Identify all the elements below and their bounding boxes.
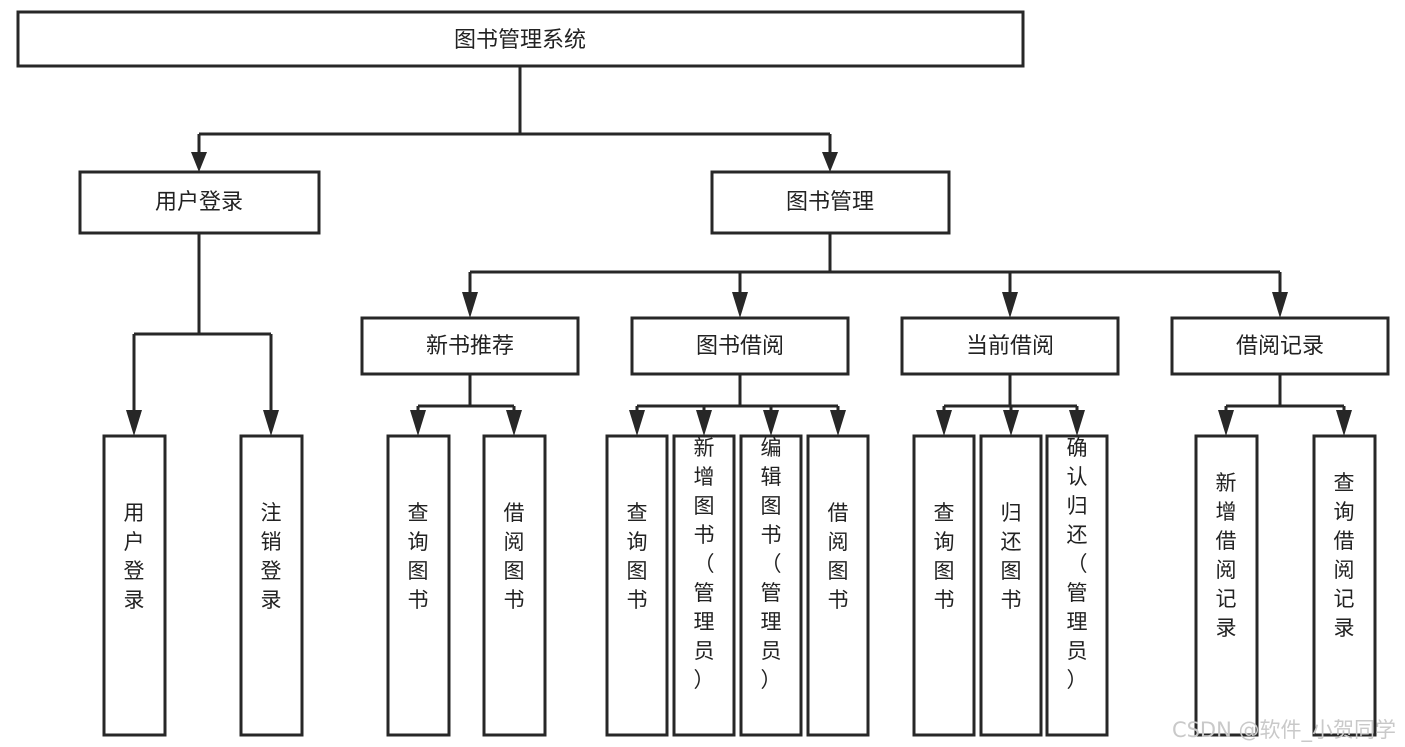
- node-leaf-query-record-label: 查询借阅记录: [1334, 471, 1355, 640]
- arrow-to-leaf-edit-book: [763, 410, 779, 436]
- node-leaf-query-book-3[interactable]: 查询图书: [912, 434, 976, 737]
- node-leaf-borrow-book-2-label: 借阅图书: [828, 501, 849, 612]
- node-leaf-add-record-label: 新增借阅记录: [1216, 471, 1237, 640]
- node-new-book-recommend[interactable]: 新书推荐: [360, 316, 580, 376]
- node-leaf-return-book-box[interactable]: [979, 434, 1043, 737]
- node-user-login-label: 用户登录: [155, 190, 243, 215]
- node-leaf-add-record-box[interactable]: [1194, 434, 1259, 737]
- node-leaf-borrow-book-2[interactable]: 借阅图书: [806, 434, 870, 737]
- node-leaf-query-book-3-box[interactable]: [912, 434, 976, 737]
- node-leaf-query-record[interactable]: 查询借阅记录: [1312, 434, 1377, 737]
- node-user-login-box[interactable]: [78, 170, 321, 235]
- node-leaf-query-book-1-box[interactable]: [386, 434, 451, 737]
- arrow-to-leaf-add-record: [1218, 410, 1234, 436]
- edges-layer: [126, 66, 1352, 436]
- arrow-to-leaf-add-book: [696, 410, 712, 436]
- node-borrow-record-box[interactable]: [1170, 316, 1390, 376]
- arrow-to-leaf-user-login: [126, 410, 142, 436]
- arrow-to-book-borrow: [732, 292, 748, 318]
- node-leaf-query-book-2-box[interactable]: [605, 434, 669, 737]
- node-leaf-confirm-return[interactable]: 确认归还（管理员）: [1045, 434, 1109, 737]
- node-leaf-add-book-label: 新增图书（管理员）: [694, 436, 715, 692]
- node-leaf-logout-login-box[interactable]: [239, 434, 304, 737]
- arrow-to-new-book-recommend: [462, 292, 478, 318]
- node-new-book-recommend-box[interactable]: [360, 316, 580, 376]
- node-leaf-edit-book-box[interactable]: [739, 434, 803, 737]
- arrow-to-borrow-record: [1272, 292, 1288, 318]
- node-leaf-borrow-book-2-box[interactable]: [806, 434, 870, 737]
- node-user-login[interactable]: 用户登录: [78, 170, 321, 235]
- node-book-borrow-label: 图书借阅: [696, 334, 784, 359]
- arrow-to-leaf-confirm-return: [1069, 410, 1085, 436]
- node-leaf-borrow-book-1-label: 借阅图书: [504, 501, 525, 612]
- arrow-to-leaf-query-book-2: [629, 410, 645, 436]
- node-leaf-confirm-return-box[interactable]: [1045, 434, 1109, 737]
- arrow-to-current-borrow: [1002, 292, 1018, 318]
- node-current-borrow[interactable]: 当前借阅: [900, 316, 1120, 376]
- node-leaf-query-record-box[interactable]: [1312, 434, 1377, 737]
- arrow-to-leaf-query-book-1: [410, 410, 426, 436]
- node-borrow-record-label: 借阅记录: [1236, 334, 1324, 359]
- node-book-borrow-box[interactable]: [630, 316, 850, 376]
- node-book-manage-box[interactable]: [710, 170, 951, 235]
- node-leaf-confirm-return-label: 确认归还（管理员）: [1067, 436, 1088, 692]
- node-borrow-record[interactable]: 借阅记录: [1170, 316, 1390, 376]
- arrow-to-leaf-logout-login: [263, 410, 279, 436]
- node-leaf-borrow-book-1[interactable]: 借阅图书: [482, 434, 547, 737]
- node-leaf-logout-login[interactable]: 注销登录: [239, 434, 304, 737]
- node-leaf-query-book-1-label: 查询图书: [408, 501, 429, 612]
- node-leaf-return-book-label: 归还图书: [1001, 501, 1022, 612]
- node-leaf-edit-book[interactable]: 编辑图书（管理员）: [739, 434, 803, 737]
- watermark-label: CSDN @软件_小贺同学: [1172, 718, 1396, 743]
- arrow-to-leaf-query-book-3: [936, 410, 952, 436]
- node-leaf-return-book[interactable]: 归还图书: [979, 434, 1043, 737]
- arrow-to-leaf-return-book: [1003, 410, 1019, 436]
- node-leaf-query-book-3-label: 查询图书: [934, 501, 955, 612]
- node-leaf-user-login[interactable]: 用户登录: [102, 434, 167, 737]
- node-root-label: 图书管理系统: [454, 28, 586, 53]
- node-leaf-add-book[interactable]: 新增图书（管理员）: [672, 434, 736, 737]
- node-leaf-edit-book-label: 编辑图书（管理员）: [761, 436, 782, 692]
- arrow-to-leaf-borrow-book-2: [830, 410, 846, 436]
- node-leaf-add-record[interactable]: 新增借阅记录: [1194, 434, 1259, 737]
- node-leaf-logout-login-label: 注销登录: [261, 501, 282, 612]
- node-leaf-query-book-1[interactable]: 查询图书: [386, 434, 451, 737]
- node-root[interactable]: 图书管理系统: [16, 10, 1025, 68]
- node-leaf-borrow-book-1-box[interactable]: [482, 434, 547, 737]
- arrow-to-leaf-borrow-book-1: [506, 410, 522, 436]
- arrow-to-leaf-query-record: [1336, 410, 1352, 436]
- node-root-box[interactable]: [16, 10, 1025, 68]
- node-leaf-add-book-box[interactable]: [672, 434, 736, 737]
- arrow-to-book-manage: [822, 152, 838, 172]
- arrow-to-user-login: [191, 152, 207, 172]
- node-book-borrow[interactable]: 图书借阅: [630, 316, 850, 376]
- node-leaf-query-book-2-label: 查询图书: [627, 501, 648, 612]
- node-new-book-recommend-label: 新书推荐: [426, 334, 514, 359]
- node-leaf-user-login-label: 用户登录: [124, 501, 145, 612]
- node-book-manage-label: 图书管理: [786, 190, 874, 215]
- node-book-manage[interactable]: 图书管理: [710, 170, 951, 235]
- node-leaf-query-book-2[interactable]: 查询图书: [605, 434, 669, 737]
- node-leaf-user-login-box[interactable]: [102, 434, 167, 737]
- node-current-borrow-box[interactable]: [900, 316, 1120, 376]
- node-current-borrow-label: 当前借阅: [966, 334, 1054, 359]
